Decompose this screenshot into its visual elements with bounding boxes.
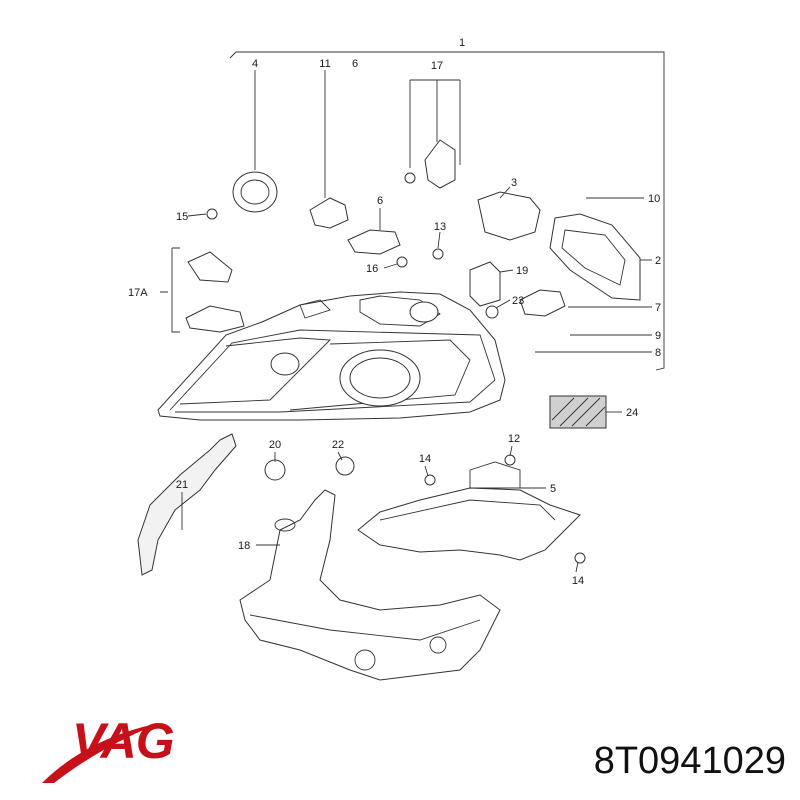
lower-mount-bracket [239,489,501,681]
callout-6: 6 [352,58,358,70]
callout-20: 20 [269,439,281,451]
callout-1: 1 [459,37,465,49]
callout-11: 11 [319,58,330,70]
vag-swoosh-logo [42,723,160,783]
label-box-24 [549,395,607,429]
leader-lines [160,70,652,573]
callout-13: 13 [434,221,446,233]
control-unit-3 [477,191,541,241]
callout-23: 23 [512,295,524,307]
callout-9: 9 [655,330,661,342]
callout-16: 16 [366,263,378,275]
cover-cap [232,171,278,213]
hose [137,433,237,576]
lower-trim-panel [357,461,581,561]
bulb-6 [347,229,401,255]
callout-8: 8 [655,347,661,359]
callout-14-top: 14 [419,453,431,465]
callout-6-bulb: 6 [377,195,383,207]
callout-14-bottom: 14 [572,575,584,587]
brand-logo-text: VAG [72,713,175,769]
assembly-bracket [229,51,665,371]
callout-15: 15 [176,211,188,223]
bracket-17a [185,251,245,333]
callout-10: 10 [648,193,660,205]
bracket-17 [424,139,456,189]
part-number: 8T0941029 [593,740,786,782]
callout-17a: 17A [128,287,148,299]
bulb-11 [309,197,349,229]
headlight-housing [157,291,506,421]
cover-ring-2 [549,213,641,301]
callout-21: 21 [176,479,188,491]
callout-12: 12 [508,433,520,445]
callout-22: 22 [332,439,344,451]
callout-3: 3 [511,177,517,189]
callout-19: 19 [516,265,528,277]
callout-2: 2 [655,255,661,267]
callout-4: 4 [252,58,258,70]
callout-7: 7 [655,302,661,314]
fasteners [206,172,586,564]
callout-24: 24 [626,407,638,419]
callout-5: 5 [550,483,556,495]
callout-17: 17 [431,60,443,72]
callout-18: 18 [238,540,250,552]
bulb-7 [519,289,566,317]
connector-19 [469,261,501,307]
callout-labels: 1 4 11 6 17 3 6 10 15 13 2 16 19 17A 23 … [128,37,661,587]
